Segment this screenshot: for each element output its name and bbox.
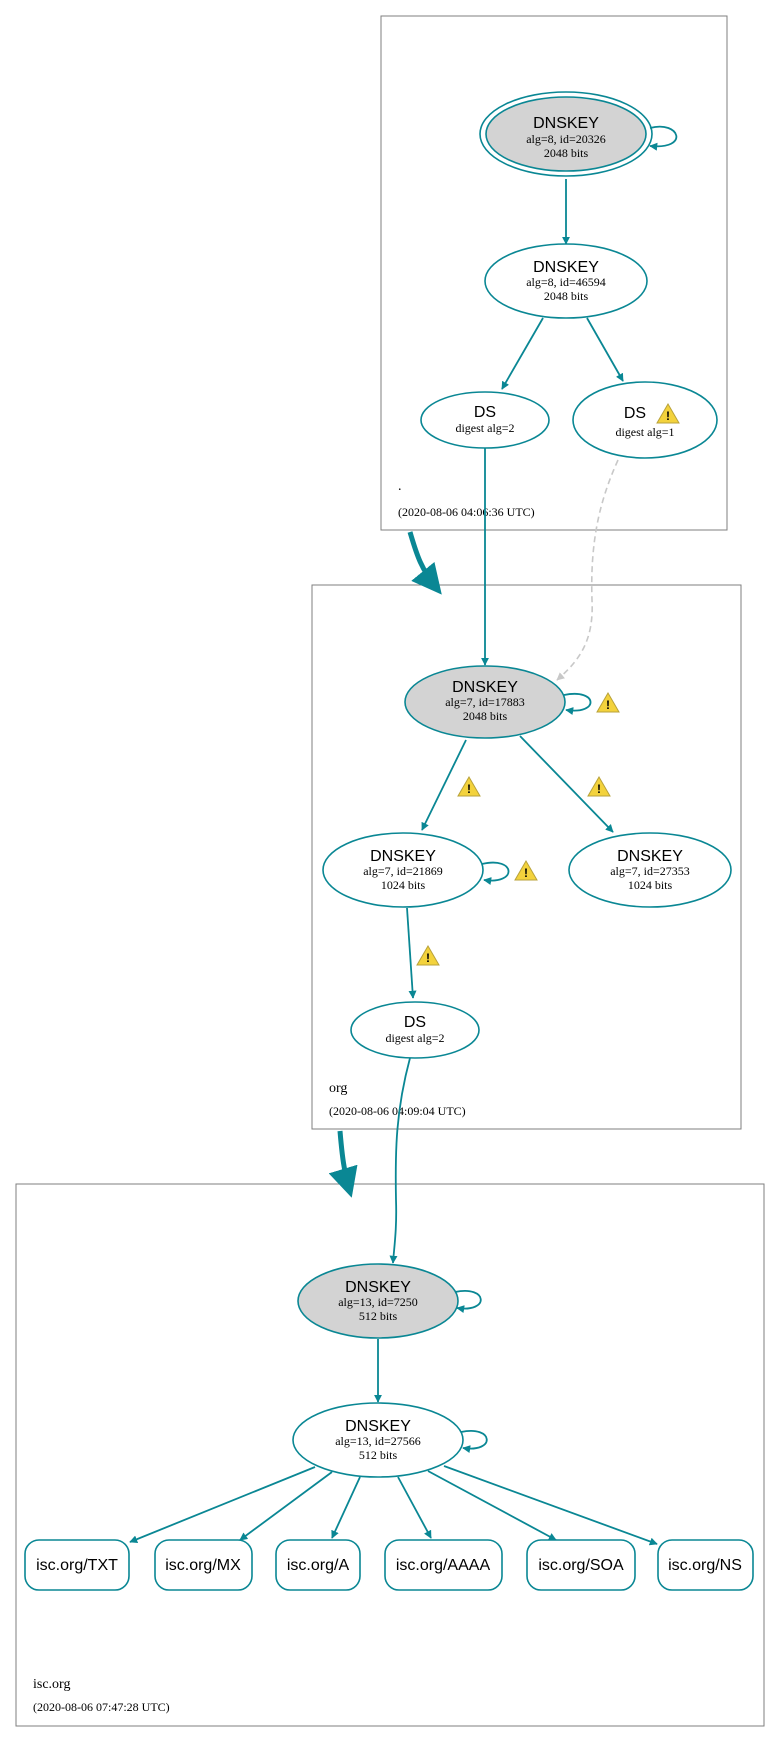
rrset-ns-label: isc.org/NS xyxy=(668,1557,742,1574)
root-ksk-title: DNSKEY xyxy=(533,115,599,132)
root-ksk-node[interactable]: DNSKEY alg=8, id=20326 2048 bits xyxy=(479,91,653,177)
org-ds-line1: digest alg=2 xyxy=(385,1031,444,1045)
zone-isc-name: isc.org xyxy=(33,1677,70,1692)
org-ksk-line1: alg=7, id=17883 xyxy=(445,695,525,709)
org-zsk1-self-warning-icon xyxy=(514,860,538,881)
edge-org-zsk1-ds xyxy=(406,907,417,999)
zone-isc-timestamp: (2020-08-06 07:47:28 UTC) xyxy=(33,1700,170,1714)
root-zsk-line1: alg=8, id=46594 xyxy=(526,275,606,289)
edge-isc-zsk-ns xyxy=(443,1465,658,1546)
isc-ksk-title: DNSKEY xyxy=(345,1279,411,1296)
rrset-mx-label: isc.org/MX xyxy=(165,1557,241,1574)
zone-root-name: . xyxy=(398,479,402,494)
zone-isc-box xyxy=(15,1183,765,1727)
isc-zsk-title: DNSKEY xyxy=(345,1418,411,1435)
isc-zsk-line1: alg=13, id=27566 xyxy=(335,1434,421,1448)
isc-zsk-node[interactable]: DNSKEY alg=13, id=27566 512 bits xyxy=(292,1402,464,1478)
root-ksk-line1: alg=8, id=20326 xyxy=(526,132,606,146)
org-zsk2-line1: alg=7, id=27353 xyxy=(610,864,690,878)
rrset-aaaa-label: isc.org/AAAA xyxy=(396,1557,491,1574)
isc-ksk-line2: 512 bits xyxy=(359,1309,398,1323)
edge-isc-zsk-txt xyxy=(129,1466,316,1544)
root-zsk-node[interactable]: DNSKEY alg=8, id=46594 2048 bits xyxy=(484,243,648,319)
edge-root-zsk-ds1 xyxy=(586,317,624,382)
rrset-a-label: isc.org/A xyxy=(287,1557,350,1574)
root-ds2-title: DS xyxy=(474,404,496,421)
rrset-a-node[interactable]: isc.org/A xyxy=(275,1539,361,1591)
org-zsk2-line2: 1024 bits xyxy=(628,878,673,892)
root-ds1-line1: digest alg=1 xyxy=(615,425,674,439)
edge-root-ksk-self xyxy=(649,125,678,151)
org-zsk1-line2: 1024 bits xyxy=(381,878,426,892)
rrset-mx-node[interactable]: isc.org/MX xyxy=(154,1539,253,1591)
org-zsk1-line1: alg=7, id=21869 xyxy=(363,864,443,878)
org-zsk2-title: DNSKEY xyxy=(617,848,683,865)
delegation-arrow-root-org xyxy=(407,531,442,595)
rrset-soa-node[interactable]: isc.org/SOA xyxy=(526,1539,636,1591)
rrset-aaaa-node[interactable]: isc.org/AAAA xyxy=(384,1539,503,1591)
edge-isc-zsk-a xyxy=(331,1476,361,1539)
edge-root-ds1-org-ksk-dashed xyxy=(556,459,619,681)
zone-org-timestamp: (2020-08-06 04:09:04 UTC) xyxy=(329,1104,466,1118)
root-zsk-title: DNSKEY xyxy=(533,259,599,276)
root-ds2-node[interactable]: DS digest alg=2 xyxy=(420,391,550,449)
rrset-txt-node[interactable]: isc.org/TXT xyxy=(24,1539,130,1591)
edge-isc-zsk-aaaa xyxy=(397,1476,432,1539)
edge-isc-zsk-self xyxy=(460,1429,488,1454)
zone-org-name: org xyxy=(329,1081,347,1096)
org-zsk1-title: DNSKEY xyxy=(370,848,436,865)
org-zsk1-node[interactable]: DNSKEY alg=7, id=21869 1024 bits xyxy=(322,832,484,908)
edge-isc-zsk-soa xyxy=(427,1470,557,1541)
edge-org-zsk1-self xyxy=(481,861,510,885)
edge-isc-ksk-self xyxy=(454,1289,482,1314)
zone-root-timestamp: (2020-08-06 04:06:36 UTC) xyxy=(398,505,535,519)
org-zsk2-node[interactable]: DNSKEY alg=7, id=27353 1024 bits xyxy=(568,832,732,908)
isc-ksk-node[interactable]: DNSKEY alg=13, id=7250 512 bits xyxy=(297,1263,459,1339)
root-ksk-line2: 2048 bits xyxy=(544,146,589,160)
zone-org-box xyxy=(311,584,742,1130)
org-ksk-zsk1-warning-icon xyxy=(457,776,481,797)
isc-zsk-line2: 512 bits xyxy=(359,1448,398,1462)
edge-org-ksk-self xyxy=(563,692,592,715)
org-ksk-zsk2-warning-icon xyxy=(587,776,611,797)
delegation-arrow-org-isc xyxy=(328,1130,358,1198)
root-ds2-line1: digest alg=2 xyxy=(455,421,514,435)
root-ds1-node[interactable]: DS digest alg=1 xyxy=(572,381,718,459)
rrset-ns-node[interactable]: isc.org/NS xyxy=(657,1539,754,1591)
org-zsk1-ds-warning-icon xyxy=(416,945,440,966)
edge-org-ksk-zsk1 xyxy=(421,739,467,831)
org-ksk-line2: 2048 bits xyxy=(463,709,508,723)
edge-org-ksk-zsk2 xyxy=(519,735,614,833)
org-ds-title: DS xyxy=(404,1014,426,1031)
isc-ksk-line1: alg=13, id=7250 xyxy=(338,1295,418,1309)
root-zsk-line2: 2048 bits xyxy=(544,289,589,303)
edge-root-zsk-ds2 xyxy=(501,317,544,390)
org-ksk-node[interactable]: DNSKEY alg=7, id=17883 2048 bits xyxy=(404,665,566,739)
root-ds1-title: DS xyxy=(624,405,646,422)
edge-org-ds-isc-ksk xyxy=(389,1057,411,1264)
org-ds-node[interactable]: DS digest alg=2 xyxy=(350,1001,480,1059)
org-ksk-self-warning-icon xyxy=(596,692,620,713)
org-ksk-title: DNSKEY xyxy=(452,679,518,696)
rrset-soa-label: isc.org/SOA xyxy=(538,1557,624,1574)
zone-root-box xyxy=(380,15,728,531)
edge-isc-zsk-mx xyxy=(239,1471,333,1541)
rrset-txt-label: isc.org/TXT xyxy=(36,1557,118,1574)
